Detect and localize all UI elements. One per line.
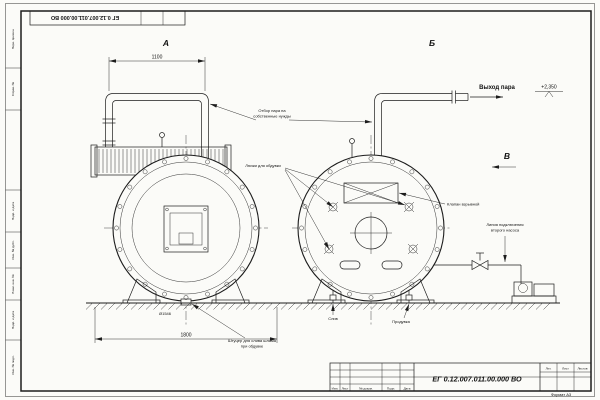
format-note: Формат А3 [551,392,572,397]
lower-hatch-left [339,260,361,270]
callout-own-needs: Отбор пара на собственные нужды [209,103,373,123]
svg-text:В: В [504,151,510,161]
strip-label: Взам. инв. № [11,274,15,294]
burner-opening [350,212,392,254]
dimension-1100: 1100 [108,55,206,91]
col-data: Дата [404,387,411,391]
lower-hatch-right [381,260,403,270]
bottom-sludge-fitting [180,298,192,306]
svg-text:Штуцер для слива шлама: Штуцер для слива шлама [228,338,277,343]
svg-text:Линия подключения: Линия подключения [486,222,523,227]
view-arrow-v: В [492,151,516,168]
svg-text:собственные нужды: собственные нужды [253,114,291,119]
strip-label: Инв. № дубл. [11,240,15,259]
strip-label: Справ. № [11,81,15,96]
sheets-label: Листов [577,367,587,371]
dim-value: 1800 [180,333,191,339]
decorative-details [85,59,550,341]
col-doc: № докум. [359,387,373,391]
elevation-mark-icon [544,91,554,98]
dim-diameter: Ø1546 [159,311,172,316]
title-block: Изм. Лист № докум. Подп. Дата Лит. Лист … [329,362,592,392]
svg-text:Лючки для обдувки: Лючки для обдувки [245,163,280,168]
top-instrument-valve [159,132,165,147]
col-podp: Подп. [387,387,395,391]
steam-pipe-right-view [374,90,503,157]
boiler-front-view-b [292,135,452,325]
dim-value: 1100 [152,55,163,61]
sheet-label: Лист [562,367,569,371]
strip-label: Подп. и дата [11,311,15,330]
motor [533,283,555,297]
callout-elevation: +2,350 [535,85,563,98]
pump-casing [518,283,528,293]
view-label-a: А [162,38,169,48]
col-izm: Изм. [332,387,339,391]
view-label-b: Б [429,38,435,48]
lit-label: Лит. [546,367,552,371]
boiler-front-view-a [104,132,268,325]
drain-stubs [329,290,413,303]
svg-text:второго насоса: второго насоса [491,228,520,233]
drawing-frame: Перв. примен. Справ. № Подп. и дата Инв.… [5,3,595,397]
callout-hatches: Лючки для обдувки [245,163,406,250]
svg-text:Выход пара: Выход пара [479,85,515,91]
svg-text:Отбор пара на: Отбор пара на [258,108,286,113]
valve-symbol [471,259,481,271]
callout-explosion-valve: Клапан взрывной [398,192,479,207]
dimension-1800: 1800 [94,307,278,343]
strip-label: Инв. № подл. [11,355,15,374]
pump-connection-piping [434,252,522,284]
strip-label: Перв. примен. [11,29,15,50]
svg-text:Продувка: Продувка [392,319,411,324]
left-margin-strip: Перв. примен. Справ. № Подп. и дата Инв.… [5,29,21,375]
strip-label: Подп. и дата [11,202,15,221]
drawing-designation: ЕГ 0.12.007.011.00.000 ВО [432,375,522,384]
feed-pump-unit [511,281,557,304]
svg-text:при обдувке: при обдувке [241,344,264,349]
front-door-assembly [163,205,209,253]
inverted-designation: ЕГ 0.12.007.011.00.000 ВО [50,14,119,20]
svg-text:Слив: Слив [328,316,338,321]
callout-steam-out: Выход пара [479,85,515,91]
svg-text:Клапан взрывной: Клапан взрывной [447,202,479,207]
explosion-valve-hatch [343,182,399,204]
dome-valve [349,138,355,157]
top-inverted-stamp: ЕГ 0.12.007.011.00.000 ВО [29,10,186,26]
callout-sludge-fitting: Штуцер для слива шлама при обдувке [191,303,277,349]
svg-text:+2,350: +2,350 [541,85,557,91]
col-list: Лист [342,387,349,391]
steam-pipe-left-view [102,93,209,158]
